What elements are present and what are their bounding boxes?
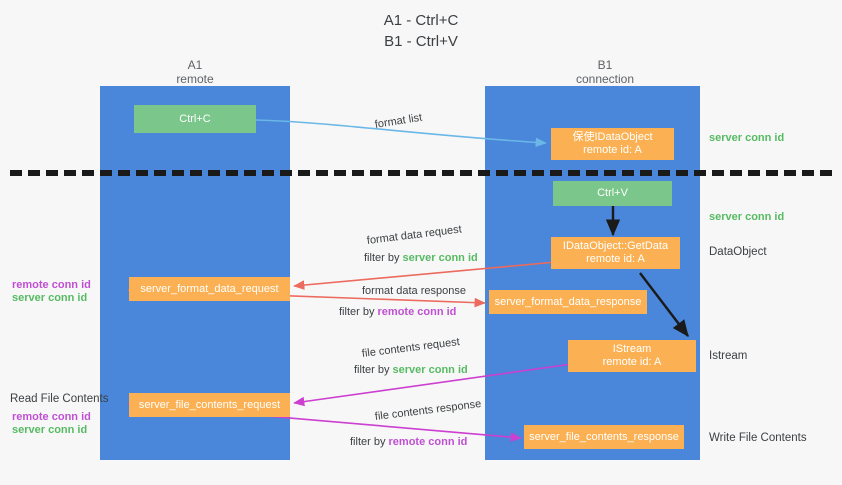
box-server-file-contents-response[interactable]: server_file_contents_response [524, 425, 684, 449]
column-header-a1: A1 remote [110, 58, 280, 86]
edge-label-format-data-response-filter: filter by remote conn id [339, 306, 456, 319]
annotation-read-file-contents: Read File Contents [10, 393, 109, 405]
box-idataobject-subtitle: remote id: A [583, 144, 642, 156]
box-istream[interactable]: IStream remote id: A [568, 340, 696, 372]
column-a1-sub: remote [176, 72, 214, 86]
edge-label-format-data-request-filter: filter by server conn id [364, 252, 478, 265]
box-getdata-title: IDataObject::GetData [562, 240, 669, 252]
annotation-write-file-contents: Write File Contents [709, 432, 807, 444]
phase-separator-dashed-line [10, 170, 832, 176]
column-b1-sub: connection [575, 72, 635, 86]
edge-label-format-data-request: format data request [366, 223, 463, 247]
box-server-file-contents-response-label: server_file_contents_response [529, 430, 679, 443]
box-server-format-data-request-label: server_format_data_request [140, 282, 279, 295]
filter-by-text: filter by [350, 436, 386, 448]
annotation-server-conn-id-top: server conn id [709, 132, 785, 144]
page-title: A1 - Ctrl+C B1 - Ctrl+V [0, 10, 842, 52]
filter-by-text: filter by [354, 364, 390, 376]
filter-by-text: filter by [339, 306, 375, 318]
box-idataobject-title: 保使IDataObject [572, 131, 653, 143]
column-header-b1: B1 connection [520, 58, 690, 86]
edge-label-file-contents-response: file contents response [374, 398, 482, 423]
annotation-dataobject: DataObject [709, 246, 767, 258]
server-conn-id-text: server conn id [392, 364, 468, 376]
box-ctrl-c[interactable]: Ctrl+C [134, 105, 256, 133]
remote-conn-id-text: remote conn id [388, 436, 468, 448]
annotation-server-conn-id-2: server conn id [12, 424, 88, 436]
title-line-2: B1 - Ctrl+V [384, 33, 458, 50]
box-server-format-data-request[interactable]: server_format_data_request [129, 277, 290, 301]
column-b1-name: B1 [597, 58, 613, 72]
box-server-format-data-response[interactable]: server_format_data_response [489, 290, 647, 314]
box-idataobject-getdata[interactable]: IDataObject::GetData remote id: A [551, 237, 680, 269]
edge-label-file-contents-request-filter: filter by server conn id [354, 364, 468, 377]
edge-label-file-contents-response-filter: filter by remote conn id [350, 436, 467, 449]
column-a1-name: A1 [187, 58, 203, 72]
annotation-server-conn-id-1: server conn id [12, 292, 88, 304]
edge-label-format-list: format list [373, 111, 423, 131]
box-istream-subtitle: remote id: A [602, 356, 662, 368]
annotation-remote-conn-id-1: remote conn id [12, 279, 91, 291]
box-ctrl-c-label: Ctrl+C [179, 112, 211, 125]
annotation-server-conn-id-mid: server conn id [709, 211, 785, 223]
annotation-remote-conn-id-2: remote conn id [12, 411, 91, 423]
annotation-istream: Istream [709, 350, 748, 362]
remote-conn-id-text: remote conn id [377, 306, 457, 318]
title-line-1: A1 - Ctrl+C [383, 12, 459, 29]
server-conn-id-text: server conn id [402, 252, 478, 264]
filter-by-text: filter by [364, 252, 400, 264]
box-idataobject[interactable]: 保使IDataObject remote id: A [551, 128, 674, 160]
box-server-format-data-response-label: server_format_data_response [494, 295, 642, 308]
edge-label-file-contents-request: file contents request [361, 336, 461, 360]
box-ctrl-v-label: Ctrl+V [597, 187, 628, 199]
edge-label-format-data-response: format data response [362, 285, 466, 297]
box-server-file-contents-request-label: server_file_contents_request [138, 398, 281, 411]
box-istream-title: IStream [612, 343, 652, 355]
box-ctrl-v[interactable]: Ctrl+V [553, 181, 672, 206]
box-getdata-subtitle: remote id: A [586, 253, 645, 265]
box-server-file-contents-request[interactable]: server_file_contents_request [129, 393, 290, 417]
